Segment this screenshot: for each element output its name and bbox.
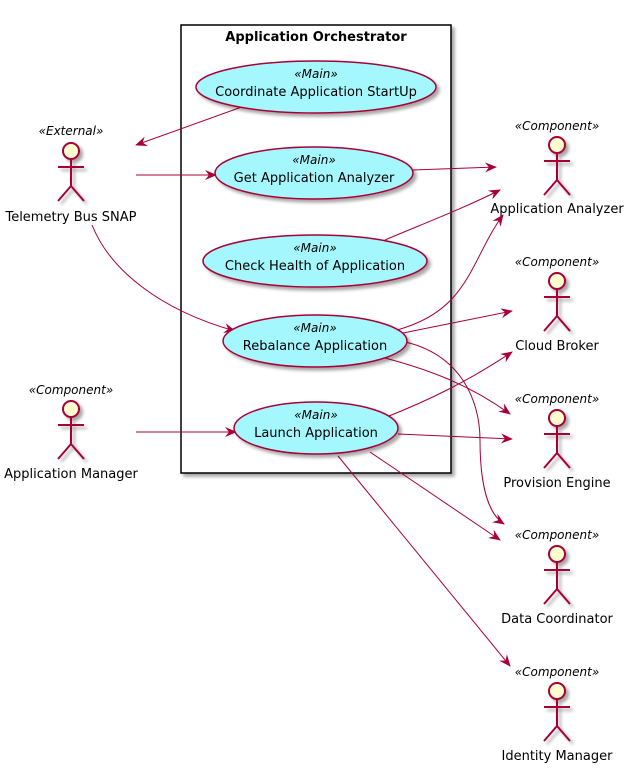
actor-label: Application Manager (4, 467, 138, 482)
edge-coordinate-to-telemetry (135, 103, 251, 146)
actor-figure-icon (57, 400, 85, 460)
actor-appmanager: «Component» Application Manager (4, 383, 138, 482)
usecase-label: Rebalance Application (243, 339, 387, 354)
actor-figure-icon (543, 272, 571, 332)
usecase-launch: «Main» Launch Application (233, 401, 399, 455)
edge-rebalance-to-analyzer (396, 214, 504, 331)
actor-label: Application Analyzer (490, 202, 624, 217)
actor-provision: «Component» Provision Engine (503, 392, 610, 491)
edge-rebalance-to-datacoord (394, 339, 505, 525)
actor-analyzer: «Component» Application Analyzer (490, 119, 624, 217)
actor-telemetry: «External» Telemetry Bus SNAP (4, 124, 136, 225)
usecase-rebalance: «Main» Rebalance Application (222, 314, 408, 368)
actor-stereotype: «Component» (515, 119, 599, 133)
usecase-label: Get Application Analyzer (234, 171, 395, 186)
edge-launch-to-identity (337, 455, 511, 667)
actor-label: Cloud Broker (515, 339, 599, 354)
edges (91, 103, 513, 667)
actor-figure-icon (57, 142, 85, 202)
edge-rebalance-to-cloudbroker (397, 308, 513, 335)
actor-identity: «Component» Identity Manager (502, 665, 614, 764)
actor-stereotype: «Component» (29, 383, 113, 397)
actor-datacoord: «Component» Data Coordinator (501, 528, 613, 627)
edge-getanalyzer-to-analyzer (412, 162, 497, 173)
actor-stereotype: «Component» (515, 528, 599, 542)
edge-launch-to-cloudbroker (383, 351, 513, 419)
usecase-stereotype: «Main» (293, 241, 336, 255)
actor-stereotype: «Component» (515, 392, 599, 406)
actor-label: Provision Engine (503, 476, 610, 491)
usecase-label: Launch Application (254, 426, 378, 441)
actor-stereotype: «Component» (515, 255, 599, 269)
usecase-stereotype: «Main» (292, 153, 335, 167)
actor-figure-icon (543, 136, 571, 196)
usecase-stereotype: «Main» (293, 321, 336, 335)
actor-stereotype: «Component» (515, 665, 599, 679)
usecase-stereotype: «Main» (294, 67, 337, 81)
actor-label: Identity Manager (502, 749, 614, 764)
actor-figure-icon (543, 409, 571, 469)
usecase-coordinate: «Main» Coordinate Application StartUp (195, 60, 437, 114)
actor-stereotype: «External» (39, 124, 104, 138)
usecase-getanalyzer: «Main» Get Application Analyzer (214, 146, 414, 200)
system-title: Application Orchestrator (225, 30, 407, 45)
actor-figure-icon (543, 545, 571, 605)
actor-cloudbroker: «Component» Cloud Broker (515, 255, 600, 354)
edge-rebalance-to-provision (384, 357, 511, 415)
usecase-stereotype: «Main» (294, 408, 337, 422)
actor-label: Data Coordinator (501, 612, 613, 627)
edge-launch-to-provision (397, 433, 513, 444)
usecase-label: Coordinate Application StartUp (215, 85, 417, 100)
usecase-checkhealth: «Main» Check Health of Application (202, 234, 428, 288)
actor-figure-icon (543, 682, 571, 742)
edge-telemetry-to-rebalance (91, 224, 236, 333)
edge-checkhealth-to-analyzer (384, 189, 501, 241)
actor-label: Telemetry Bus SNAP (4, 210, 136, 225)
usecase-label: Check Health of Application (225, 259, 405, 274)
edge-launch-to-datacoord (369, 451, 501, 541)
